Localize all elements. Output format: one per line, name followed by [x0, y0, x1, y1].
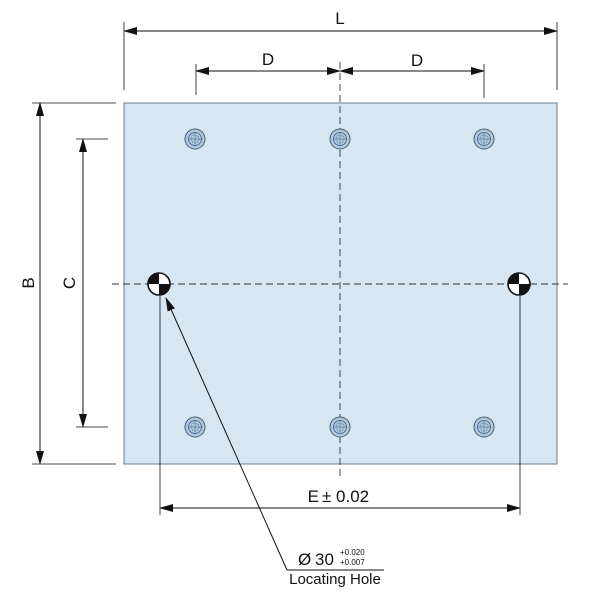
- callout-diameter-symbol: Ø: [298, 550, 311, 569]
- bolt-hole-icon: [473, 128, 495, 150]
- bolt-hole-icon: [184, 128, 206, 150]
- dim-label-C: C: [60, 277, 79, 289]
- bolt-hole-icon: [184, 416, 206, 438]
- bolt-hole-icon: [473, 416, 495, 438]
- bolt-hole-icon: [329, 128, 351, 150]
- dim-label-E-tolerance: ± 0.02: [322, 487, 369, 506]
- callout-caption: Locating Hole: [289, 571, 381, 588]
- dim-label-D-left: D: [262, 50, 274, 69]
- dim-label-L: L: [335, 9, 344, 28]
- dim-label-E: E: [308, 487, 319, 506]
- callout-tol-upper: +0.020: [340, 548, 365, 557]
- locating-hole-icon: [507, 272, 531, 296]
- locating-hole-icon: [147, 272, 171, 296]
- dim-label-D-right: D: [411, 51, 423, 70]
- leader-line: [165, 297, 288, 571]
- callout-tol-lower: +0.007: [340, 558, 365, 567]
- dim-label-B: B: [19, 277, 38, 288]
- callout-diameter-value: 30: [315, 550, 334, 569]
- plate: [123, 102, 558, 465]
- bolt-hole-icon: [329, 416, 351, 438]
